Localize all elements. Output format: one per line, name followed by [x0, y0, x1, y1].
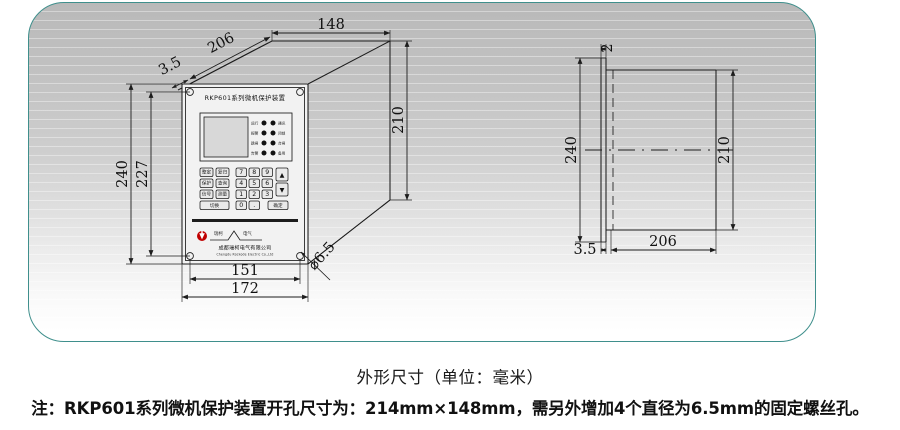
svg-text:2: 2 — [252, 191, 256, 198]
dim-flange-thickness: 2 — [600, 43, 616, 52]
dim-width-panel: 172 — [231, 281, 259, 297]
svg-text:查询: 查询 — [218, 180, 228, 187]
svg-text:5: 5 — [252, 180, 256, 187]
svg-text:保护: 保护 — [202, 180, 212, 187]
key-enter[interactable] — [267, 200, 289, 210]
key-digit-7[interactable] — [235, 167, 247, 177]
svg-text:1: 1 — [239, 191, 243, 198]
dim-depth-flange: 3.5 — [156, 54, 184, 79]
svg-text:整定: 整定 — [202, 169, 212, 176]
dim-height-body: 210 — [391, 106, 407, 134]
panel-divider — [192, 219, 298, 222]
svg-text:备用: 备用 — [278, 151, 286, 156]
logo-word-right: 电气 — [243, 230, 252, 237]
key-func[interactable] — [199, 178, 214, 188]
svg-text:4: 4 — [239, 180, 243, 187]
dim-width-hole-span: 151 — [231, 263, 259, 279]
svg-text:跳闸: 跳闸 — [251, 141, 259, 146]
svg-text:运行: 运行 — [251, 121, 259, 126]
key-digit-3[interactable] — [261, 189, 273, 199]
svg-text:0: 0 — [239, 202, 243, 209]
svg-text:3: 3 — [265, 191, 269, 198]
svg-text:通讯: 通讯 — [278, 121, 286, 126]
svg-text:▼: ▼ — [280, 187, 285, 194]
keypad[interactable]: 整定 复归 保护 查询 信号 测量 切换 7 8 9 4 5 — [199, 167, 289, 210]
key-arrow-down[interactable] — [275, 182, 289, 197]
device-title: RKP601系列微机保护装置 — [205, 93, 286, 102]
key-digit-0[interactable] — [235, 200, 247, 210]
key-func[interactable] — [215, 178, 230, 188]
logo-word-left: 瑞柯 — [214, 230, 223, 237]
svg-text:9: 9 — [265, 169, 269, 176]
led-row: 告警 备用 — [251, 150, 286, 156]
key-switch[interactable] — [199, 200, 230, 210]
lcd-screen — [203, 116, 249, 158]
dim-depth-body: 206 — [205, 30, 237, 57]
svg-text:报警: 报警 — [251, 131, 259, 136]
svg-text:切换: 切换 — [210, 202, 220, 209]
key-digit-8[interactable] — [248, 167, 260, 177]
svg-text:闭锁: 闭锁 — [278, 131, 286, 136]
key-digit-6[interactable] — [261, 178, 273, 188]
svg-text:确定: 确定 — [273, 202, 283, 209]
svg-text:6: 6 — [265, 180, 269, 187]
key-arrow-up[interactable] — [275, 167, 289, 182]
brand-name-en: Chengdu Rockode Electric Co.,Ltd — [217, 253, 274, 257]
svg-text:告警: 告警 — [251, 151, 259, 156]
svg-text:复归: 复归 — [218, 169, 228, 176]
dim-width-top: 148 — [317, 17, 345, 33]
key-func[interactable] — [215, 167, 230, 177]
brand-name-cn: 成都瑞柯电气有限公司 — [219, 245, 272, 252]
side-view: 2 240 210 3.5 206 — [564, 43, 738, 258]
svg-text:合闸: 合闸 — [278, 141, 286, 146]
svg-text:信号: 信号 — [202, 191, 212, 198]
svg-text:.: . — [253, 202, 255, 209]
svg-text:▲: ▲ — [280, 172, 285, 179]
key-func[interactable] — [199, 167, 214, 177]
key-func[interactable] — [199, 189, 214, 199]
figure-note: 注：RKP601系列微机保护装置开孔尺寸为：214mm×148mm，需另外增加4… — [31, 399, 869, 418]
brand-block: 瑞柯 电气 成都瑞柯电气有限公司 Chengdu Rockode Electri… — [197, 230, 274, 257]
key-digit-9[interactable] — [261, 167, 273, 177]
isometric-view: RKP601系列微机保护装置 运行 通讯 报警 闭锁 跳闸 合闸 告警 备用 整 — [115, 17, 412, 302]
svg-text:8: 8 — [252, 169, 256, 176]
key-decimal-point[interactable] — [248, 200, 260, 210]
key-digit-4[interactable] — [235, 178, 247, 188]
dim-body-height: 210 — [717, 136, 733, 164]
figure-background-panel — [28, 2, 816, 342]
led-row: 运行 通讯 — [251, 120, 286, 126]
svg-text:7: 7 — [239, 169, 243, 176]
svg-text:测量: 测量 — [218, 191, 228, 198]
led-indicator-grid: 运行 通讯 报警 闭锁 跳闸 合闸 告警 备用 — [251, 120, 286, 156]
dim-flange-depth: 3.5 — [573, 242, 596, 258]
dim-height-panel-outer: 240 — [115, 160, 131, 188]
key-digit-5[interactable] — [248, 178, 260, 188]
dim-body-depth: 206 — [649, 234, 677, 250]
key-digit-2[interactable] — [248, 189, 260, 199]
company-logo-icon — [197, 231, 207, 241]
key-func[interactable] — [215, 189, 230, 199]
led-row: 报警 闭锁 — [251, 130, 286, 136]
key-digit-1[interactable] — [235, 189, 247, 199]
dim-panel-height: 240 — [564, 136, 580, 164]
led-row: 跳闸 合闸 — [251, 140, 286, 146]
dim-height-panel-inner: 227 — [135, 160, 151, 188]
figure-caption: 外形尺寸（单位：毫米） — [356, 368, 544, 387]
